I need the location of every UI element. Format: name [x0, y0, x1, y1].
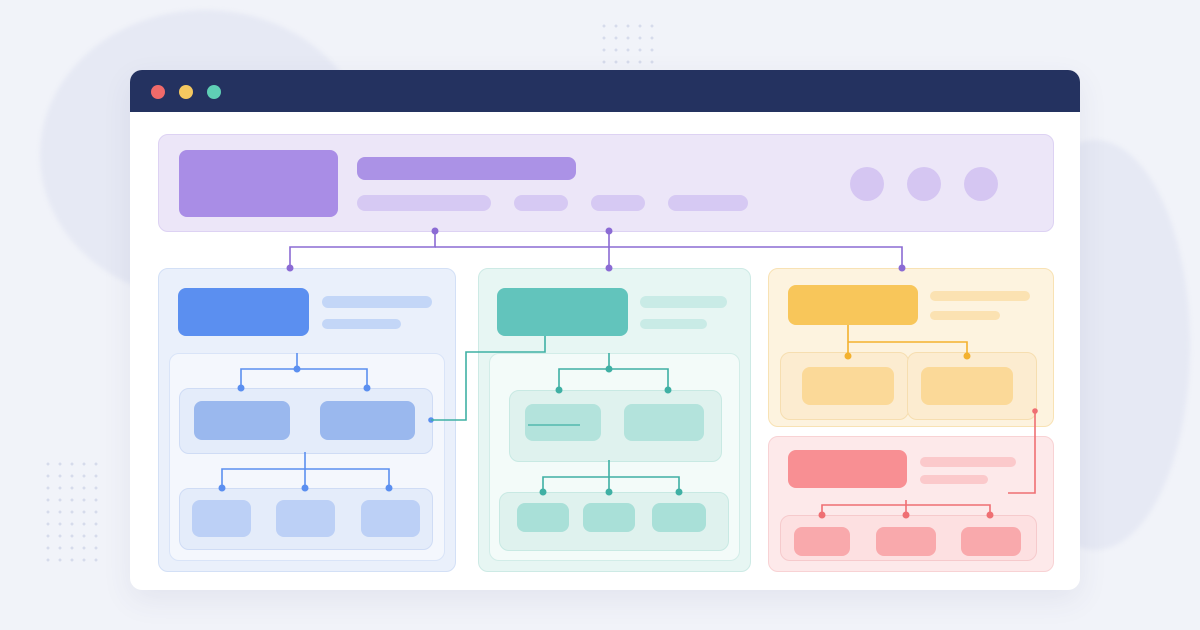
connector-dot [1032, 408, 1038, 414]
teal-child-2 [624, 404, 704, 441]
connector-dot [385, 484, 393, 492]
teal-section-bar-1 [640, 296, 727, 308]
red-section-bar-2 [920, 475, 988, 484]
yellow-section-bar-1 [930, 291, 1030, 301]
yellow-child-1 [802, 367, 894, 405]
connector-dot [218, 484, 226, 492]
yellow-connector-dots [844, 352, 971, 360]
red-section-block [788, 450, 907, 488]
connector-dot [301, 484, 309, 492]
blue-leaf-1 [192, 500, 251, 537]
red-connectors [821, 411, 1036, 515]
connector-dot [986, 511, 994, 519]
header-dot-1 [850, 167, 884, 201]
connector-blue-children [240, 353, 368, 388]
connector-yellow-children [847, 325, 968, 356]
teal-leaf-2 [583, 503, 635, 532]
connector-red-to-yellow [1008, 411, 1036, 494]
connector-header-trunk-left [289, 231, 436, 268]
connector-dot [844, 352, 852, 360]
dot-grid-top [598, 20, 658, 72]
yellow-section-block [788, 285, 918, 325]
header-connectors [289, 231, 903, 268]
connector-dot [237, 384, 245, 392]
connector-blue-to-teal [431, 336, 546, 421]
connector-dot [555, 386, 563, 394]
header-connector-dots [286, 227, 906, 272]
teal-connector-dots [539, 365, 683, 496]
header-dot-2 [907, 167, 941, 201]
connector-dot [675, 488, 683, 496]
connector-dot [902, 511, 910, 519]
connector-blue-leaves [221, 452, 390, 488]
blue-child-1 [194, 401, 290, 440]
blue-child-2 [320, 401, 415, 440]
red-leaf-3 [961, 527, 1021, 556]
red-leaf-1 [794, 527, 850, 556]
teal-child-1 [525, 404, 601, 441]
connector-dot [605, 365, 613, 373]
connector-header-span [435, 246, 903, 268]
header-nav-pill-4 [668, 195, 748, 211]
connector-teal-children [558, 353, 669, 390]
connector-dot [293, 365, 301, 373]
maximize-dot-icon[interactable] [207, 85, 221, 99]
header-nav-pill-2 [514, 195, 568, 211]
red-connector-dots [818, 408, 1038, 519]
dot-grid-left [42, 458, 104, 568]
header-logo-block [179, 150, 338, 217]
header-dot-3 [964, 167, 998, 201]
yellow-connectors [847, 325, 968, 356]
blue-section-block [178, 288, 309, 336]
teal-section-bar-2 [640, 319, 707, 329]
connector-dot [431, 227, 439, 235]
window-titlebar [130, 70, 1080, 112]
yellow-child-2 [921, 367, 1013, 405]
connector-dot [605, 488, 613, 496]
teal-leaf-1 [517, 503, 569, 532]
header-nav-pill-3 [591, 195, 645, 211]
teal-section-block [497, 288, 628, 336]
connector-dot [605, 264, 613, 272]
blue-leaf-3 [361, 500, 420, 537]
connector-dot [898, 264, 906, 272]
blue-connector-dots [218, 365, 434, 492]
blue-section-bar-2 [322, 319, 401, 329]
blue-section-bar-1 [322, 296, 432, 308]
close-dot-icon[interactable] [151, 85, 165, 99]
minimize-dot-icon[interactable] [179, 85, 193, 99]
connector-dot [286, 264, 294, 272]
connector-dot [963, 352, 971, 360]
red-leaf-2 [876, 527, 936, 556]
connector-dot [818, 511, 826, 519]
connector-dot [539, 488, 547, 496]
blue-connectors [221, 353, 390, 488]
yellow-section-bar-2 [930, 311, 1000, 320]
connector-teal-leaves [542, 460, 680, 492]
connector-dot [363, 384, 371, 392]
connector-dot [605, 227, 613, 235]
red-section-bar-1 [920, 457, 1016, 467]
teal-connectors [528, 353, 680, 492]
connector-dot [664, 386, 672, 394]
header-nav-pill-1 [357, 195, 491, 211]
header-title-bar [357, 157, 576, 180]
blue-leaf-2 [276, 500, 335, 537]
teal-leaf-3 [652, 503, 706, 532]
